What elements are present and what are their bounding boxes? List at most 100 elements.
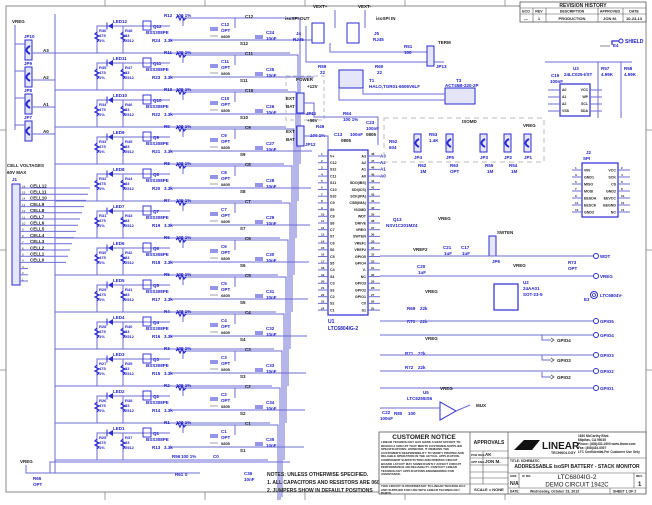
pin-name: C12: [330, 161, 337, 165]
resistor-ref: R47: [125, 65, 133, 70]
capacitor-package: 0805: [221, 404, 231, 409]
resistor-icon: [93, 68, 101, 80]
jumper[interactable]: JP3: [479, 133, 489, 160]
resistor-icon: [175, 88, 187, 96]
resistor-value: 475: [99, 218, 106, 223]
led-ref: LED7: [113, 204, 125, 209]
jumper-shunt-icon: [446, 138, 452, 148]
resistor-ref: R13: [152, 445, 161, 450]
led-ref: LED1: [113, 426, 125, 431]
mosfet-icon: [142, 205, 152, 216]
net-label: A3: [380, 153, 386, 158]
led-ref: LED2: [113, 389, 125, 394]
test-point-gpio5[interactable]: GPIO5: [380, 318, 614, 324]
revision-cell: 10-23-13: [626, 16, 643, 21]
pin-number: 46: [371, 166, 375, 170]
jumper[interactable]: JP4: [413, 133, 423, 160]
svg-text:R56: R56: [172, 454, 181, 459]
test-point-gpio2[interactable]: GPIO2: [380, 368, 614, 374]
net-label: A0: [43, 129, 49, 134]
resistor-value: 100 1%: [176, 50, 191, 55]
jumper-shunt-icon: [524, 138, 530, 148]
net-label: S9: [240, 152, 246, 157]
resistor-value: 475: [99, 181, 106, 186]
pin-number: 11: [575, 201, 579, 205]
capacitor-value: 10nF: [266, 369, 277, 374]
test-point-gpio1[interactable]: GPIO1: [380, 385, 614, 391]
led-icon: [108, 60, 113, 66]
mosfet-part: BSS308PE: [146, 104, 169, 109]
proprietary-text: THIS CIRCUIT IS PROPRIETARY TO LINEAR TE…: [381, 485, 466, 494]
net-label: S5: [240, 300, 246, 305]
cell-net-label: CELL11: [30, 190, 47, 195]
svg-text:U5: U5: [423, 390, 429, 395]
revision-cell: —: [524, 16, 528, 21]
pin-name: VCC: [608, 168, 616, 172]
svg-text:24LC025-I/ST: 24LC025-I/ST: [564, 72, 593, 77]
pin-number: 47: [371, 159, 375, 163]
svg-text:C0: C0: [213, 454, 219, 459]
pin-number: 23: [321, 300, 325, 304]
pin-name: VCC: [581, 88, 589, 92]
net-label: A2: [380, 160, 386, 165]
capacitor-value: 10nF: [266, 36, 277, 41]
pin-number: 19: [321, 273, 325, 277]
svg-text:VREG: VREG: [440, 386, 453, 391]
resistor-tolerance: 1%: [99, 112, 105, 117]
resistor-value: 3.3k: [164, 260, 173, 265]
resistor-icon: [119, 364, 127, 376]
resistor-tolerance: 1%: [99, 260, 105, 265]
svg-text:R63: R63: [450, 163, 459, 168]
pin-number: 10: [321, 213, 325, 217]
svg-text:LTC6804IG-2: LTC6804IG-2: [328, 326, 358, 332]
test-point-icon: [593, 385, 599, 391]
resistor-value: 475: [99, 70, 106, 75]
capacitor-package: 0805: [221, 293, 231, 298]
resistor-ref: R31: [99, 213, 107, 218]
svg-text:C20: C20: [417, 264, 426, 269]
svg-text:R57: R57: [601, 66, 610, 71]
jumper[interactable]: JP1: [523, 133, 533, 160]
svg-text:1uF: 1uF: [462, 251, 470, 256]
capacitor-package: 0805: [221, 367, 231, 372]
jumper[interactable]: JP5: [445, 133, 455, 160]
pin-name: S8: [330, 221, 334, 225]
pin-number: 32: [371, 259, 375, 263]
mosfet-part: BSS308PE: [146, 30, 169, 35]
resistor-icon: [175, 162, 187, 170]
pin-name: S6: [330, 248, 334, 252]
test-point-gpio4[interactable]: GPIO4: [380, 332, 614, 338]
svg-text:C22: C22: [382, 410, 391, 415]
rj45-j4-icon: [311, 22, 325, 44]
pin-name: SDI(ICS): [352, 188, 367, 192]
svg-text:LTC Confidential-For Customer: LTC Confidential-For Customer Use Only: [578, 450, 640, 454]
jumper-ref: JP2: [504, 155, 513, 160]
resistor-value: 3.3k: [164, 149, 173, 154]
svg-text:1.4K: 1.4K: [429, 138, 439, 143]
capacitor-value: 10nF: [266, 184, 277, 189]
jumper[interactable]: JP2: [503, 133, 513, 160]
svg-text:R52: R52: [389, 139, 398, 144]
resistor-value: 475: [99, 107, 106, 112]
isospi-section: VEXT+ VEXT- isoSPI OUT isoSPI IN J4 RJ45…: [285, 4, 479, 105]
resistor-ref: R28: [99, 324, 107, 329]
jumper-shunt-icon: [480, 138, 486, 148]
resistor-value: 100 1%: [176, 420, 191, 425]
test-point-vreg[interactable]: VREG: [380, 273, 613, 279]
test-point-wdt[interactable]: WDT: [380, 253, 610, 259]
capacitor-value: OPT: [221, 28, 231, 33]
resistor-tolerance: 1%: [99, 334, 105, 339]
net-label: A1: [43, 102, 49, 107]
resistor-ref: R21: [152, 149, 161, 154]
resistor-ref: R39: [125, 361, 133, 366]
resistor-icon: [93, 216, 101, 228]
test-point-gpio3[interactable]: GPIO3: [380, 352, 614, 358]
resistor-ref: R25: [99, 435, 107, 440]
